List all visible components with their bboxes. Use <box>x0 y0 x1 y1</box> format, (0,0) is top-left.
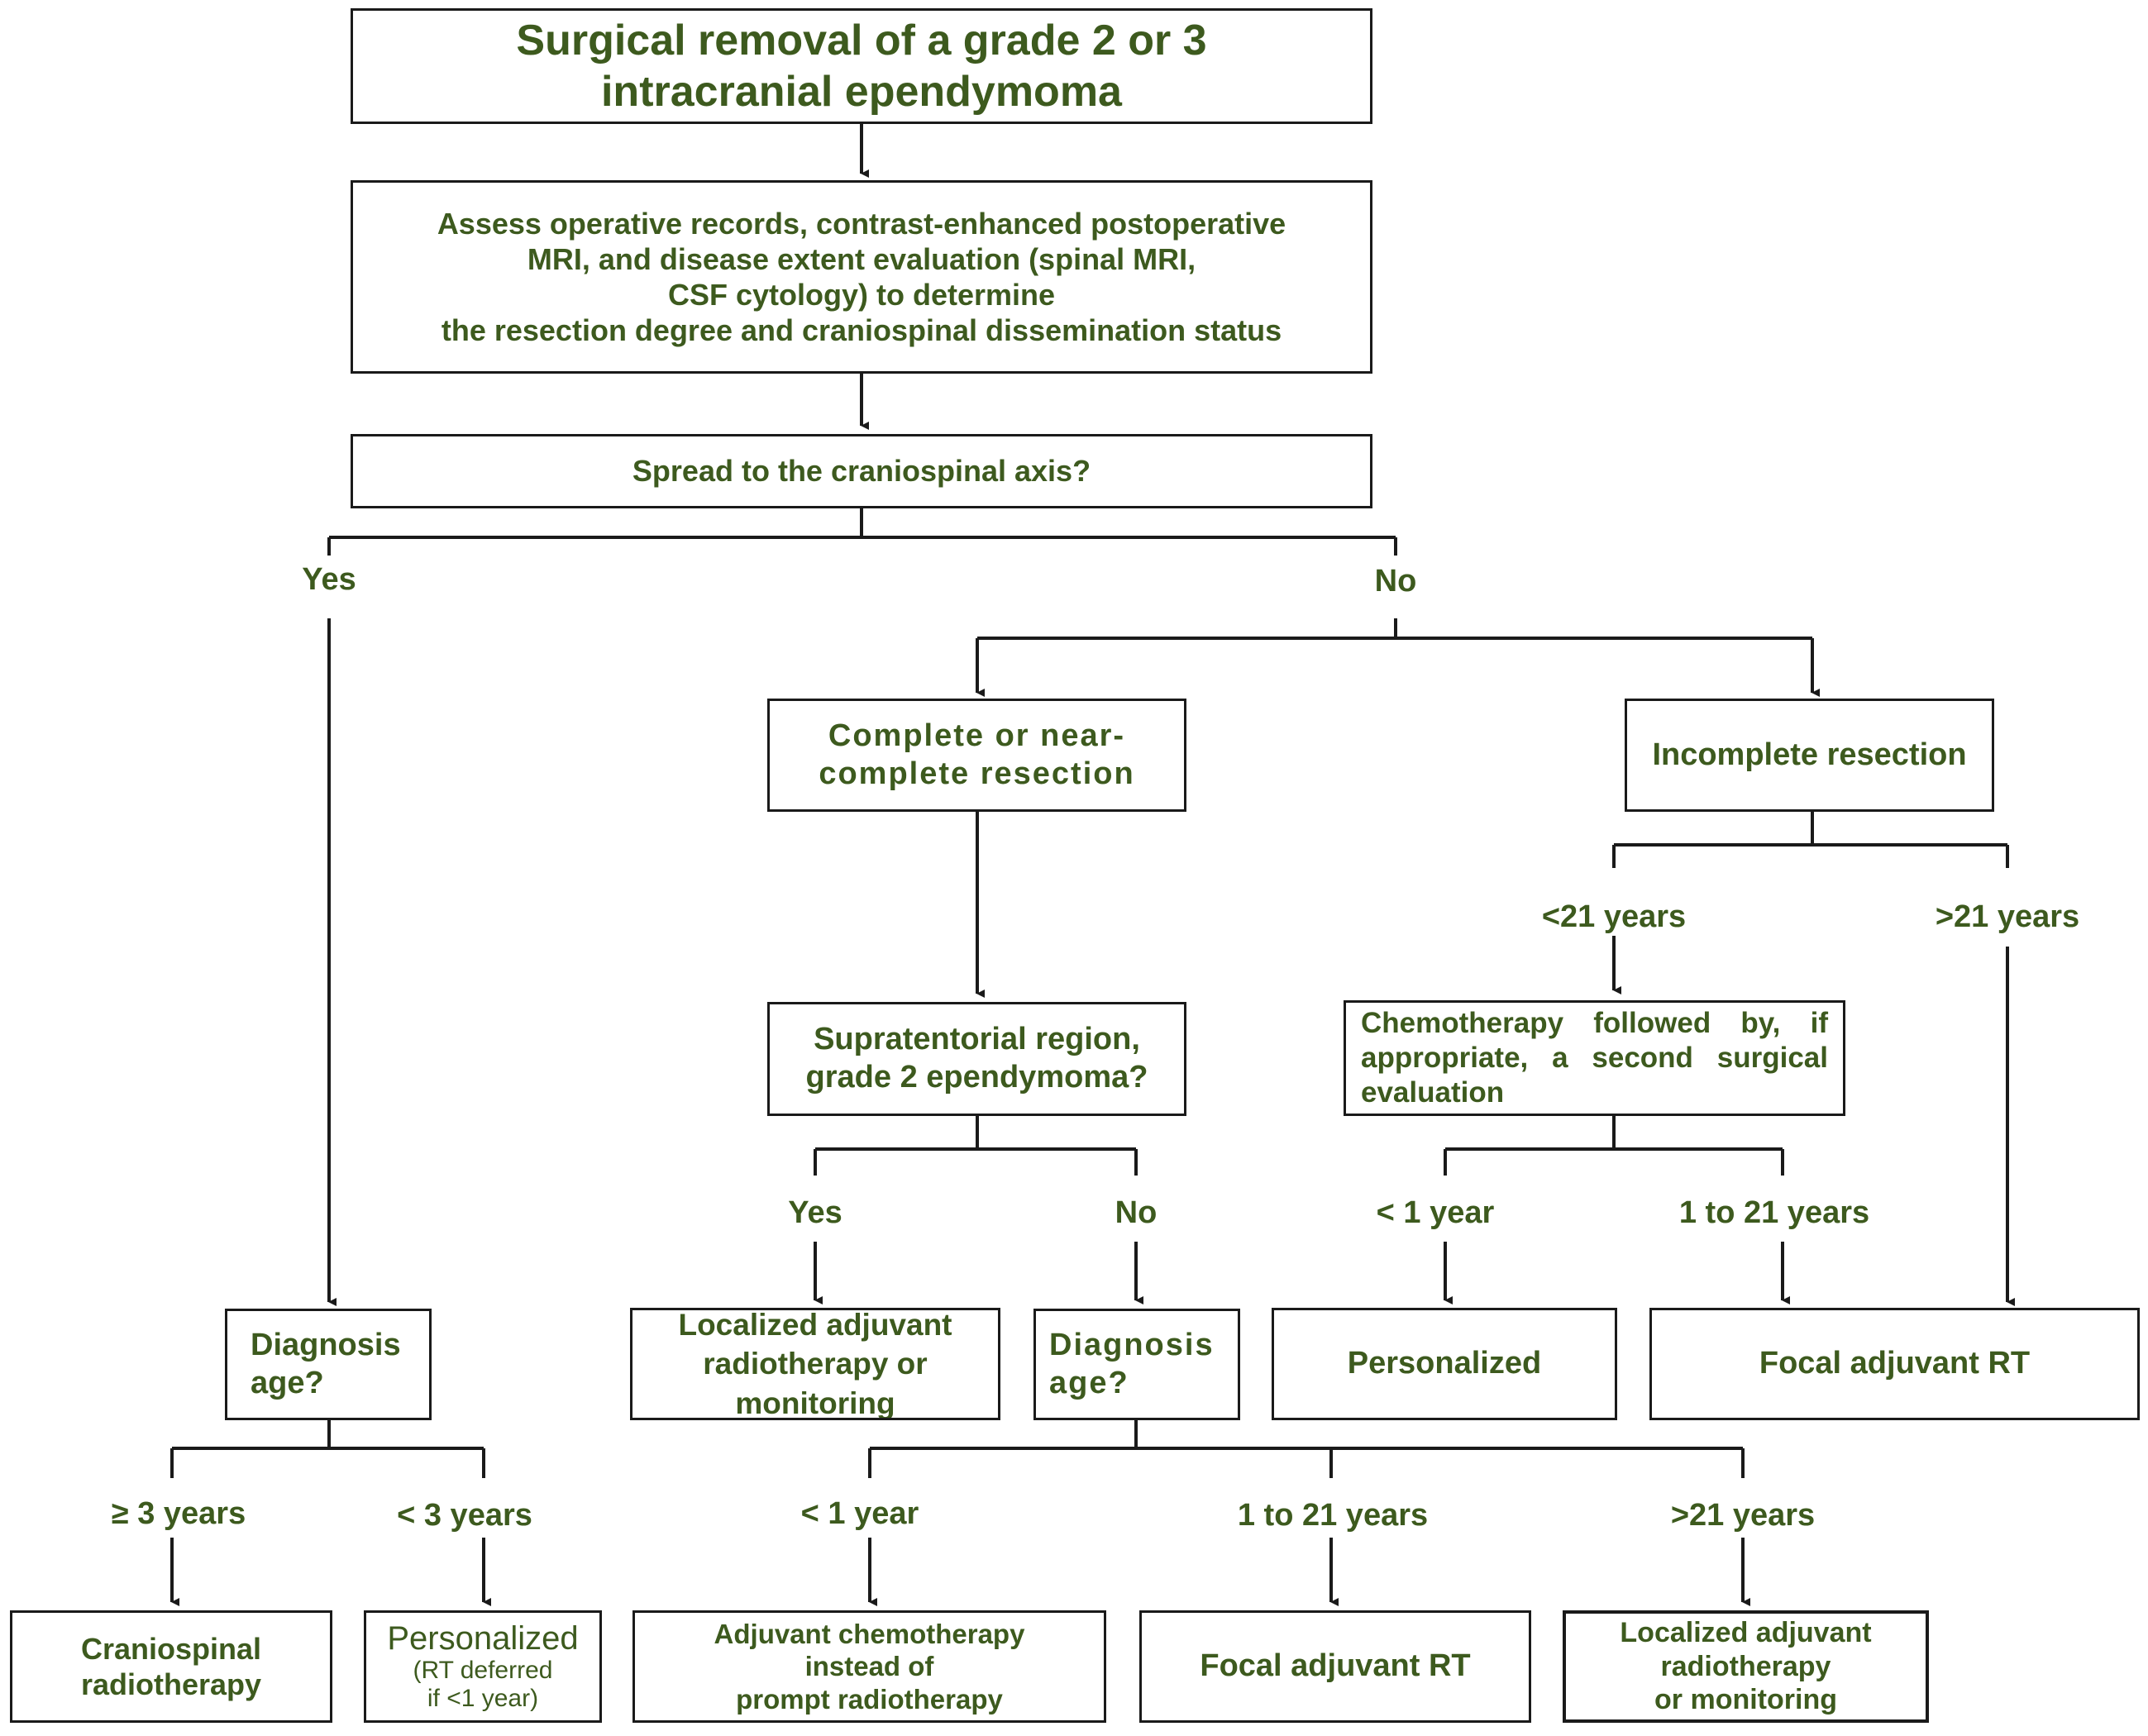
label-yes-mid: Yes <box>788 1195 842 1230</box>
focal-adjuvant-bottom-box: Focal adjuvant RT <box>1139 1610 1531 1723</box>
connector-no-split <box>977 618 1812 640</box>
label-gt21-years-top: >21 years <box>1935 899 2080 934</box>
connector-diag-mid-split <box>868 1420 1745 1478</box>
personalized-bottom-title: Personalized <box>387 1619 579 1657</box>
personalized-bottom-box: Personalized (RT deferred if <1 year) <box>364 1610 602 1723</box>
craniospinal-radiotherapy-box: Craniospinal radiotherapy <box>10 1610 332 1723</box>
incomplete-resection-box: Incomplete resection <box>1625 699 1994 812</box>
label-no-top: No <box>1374 564 1417 599</box>
connector-diag-left-split <box>170 1420 485 1478</box>
label-gt21-years-bottom: >21 years <box>1670 1498 1816 1533</box>
complete-resection-box: Complete or near- complete resection <box>767 699 1186 812</box>
focal-adjuvant-right-box: Focal adjuvant RT <box>1649 1308 2140 1420</box>
root-box: Surgical removal of a grade 2 or 3 intra… <box>351 8 1372 124</box>
localized-adjuvant-bottom-box: Localized adjuvant radiotherapy or monit… <box>1563 1610 1929 1723</box>
label-lt1-year-right: < 1 year <box>1376 1195 1495 1230</box>
connector-chemo-split <box>1444 1116 1784 1176</box>
label-lt1-year-bottom: < 1 year <box>800 1496 919 1531</box>
adjuvant-chemotherapy-box: Adjuvant chemotherapy instead of prompt … <box>632 1610 1106 1723</box>
label-ge3-years: ≥ 3 years <box>111 1496 246 1531</box>
supratentorial-question-box: Supratentorial region, grade 2 ependymom… <box>767 1002 1186 1116</box>
label-1to21-years-bottom: 1 to 21 years <box>1237 1498 1429 1533</box>
localized-adjuvant-mid-box: Localized adjuvant radiotherapy or monit… <box>630 1308 1000 1420</box>
personalized-right-box: Personalized <box>1272 1308 1617 1420</box>
diagnosis-age-mid-box: Diagnosis age? <box>1033 1309 1240 1420</box>
personalized-bottom-note: (RT deferred if <1 year) <box>413 1656 553 1713</box>
diagnosis-age-left-box: Diagnosis age? <box>225 1309 432 1420</box>
connector-supra-split <box>814 1116 1138 1176</box>
spread-question-box: Spread to the craniospinal axis? <box>351 434 1372 508</box>
label-no-mid: No <box>1115 1195 1158 1230</box>
connector-incomplete-split <box>1612 812 2009 868</box>
label-1to21-years-right: 1 to 21 years <box>1678 1195 1870 1230</box>
label-lt21-years: <21 years <box>1541 899 1687 934</box>
label-lt3-years: < 3 years <box>397 1498 532 1533</box>
connector-spread-split <box>327 508 1397 556</box>
assess-box: Assess operative records, contrast-enhan… <box>351 180 1372 374</box>
label-yes-top: Yes <box>302 562 356 597</box>
chemotherapy-followed-box: Chemotherapy followed by, if appropriate… <box>1344 1000 1845 1116</box>
